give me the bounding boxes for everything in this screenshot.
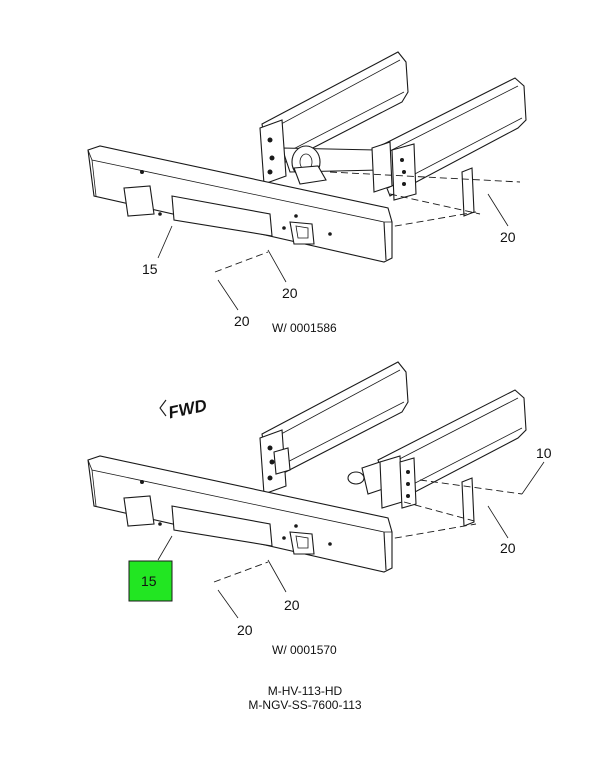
frame-rail-left-lower <box>261 361 409 481</box>
bracket-plate-right-lower <box>379 455 417 509</box>
upper-view: 20 15 20 20 W/ 0001586 <box>87 51 527 335</box>
small-bracket-right <box>461 167 475 217</box>
footer-line-1: M-HV-113-HD <box>268 684 343 698</box>
callout-20-upper-lower: 20 <box>234 313 250 329</box>
footer-line-2: M-NGV-SS-7600-113 <box>248 698 361 712</box>
caption-lower: W/ 0001570 <box>272 643 337 657</box>
cross-tube <box>281 145 381 185</box>
lower-view: FWD <box>87 361 552 657</box>
bumper-upper <box>87 145 393 263</box>
caption-upper: W/ 0001586 <box>272 321 337 335</box>
callout-15-upper: 15 <box>142 261 158 277</box>
mounting-plate-left-lower <box>259 429 291 495</box>
bumper-lower <box>87 455 393 573</box>
small-bracket-right-lower <box>461 477 475 527</box>
callout-15-lower[interactable]: 15 <box>141 573 157 589</box>
callout-20-lower-lower: 20 <box>237 622 253 638</box>
callout-20-upper-center: 20 <box>282 285 298 301</box>
highlight-box-15[interactable] <box>128 560 173 602</box>
callout-10-lower: 10 <box>536 445 552 461</box>
fwd-arrow-icon: FWD <box>159 396 209 423</box>
callout-20-lower-center: 20 <box>284 597 300 613</box>
callout-20-lower-bracket: 20 <box>500 540 516 556</box>
fwd-label: FWD <box>167 396 209 423</box>
bracket-plate-right <box>371 141 417 201</box>
callout-20-upper-bracket: 20 <box>500 229 516 245</box>
mounting-plate-left <box>259 119 287 185</box>
